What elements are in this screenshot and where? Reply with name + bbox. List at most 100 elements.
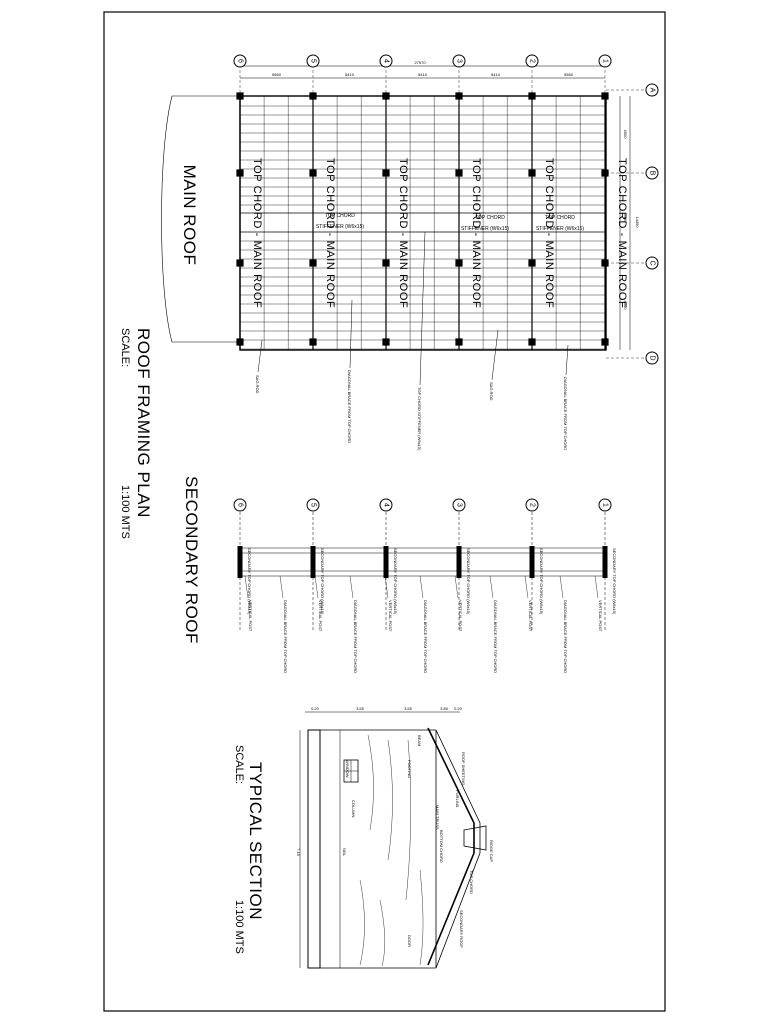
bay-dimension: 5560 [564, 72, 574, 77]
section-top-dimension: 3.85 [440, 706, 449, 711]
section-callout: BEAM [417, 735, 422, 746]
column-marker [236, 169, 244, 177]
plan-callout: DIAGONAL BRACE FROM TOP CHORD [563, 377, 568, 450]
section-callout: DOOR [407, 935, 412, 947]
grid-bubble [645, 351, 659, 365]
column-marker [528, 259, 536, 267]
secondary-truss [310, 546, 316, 578]
section-callout: TOP CHORD [469, 870, 474, 894]
secondary-chord-label: SECONDARY TOP CHORD (W6x15) [393, 548, 398, 615]
section-title: TYPICAL SECTION [246, 762, 265, 920]
grid-number-label: 5 [310, 59, 317, 63]
grid-number-label: 3 [456, 59, 463, 63]
section-top-dimension: 3.55 [356, 706, 365, 711]
stiffener-label-1: STIFFENER (W6x15) [316, 224, 364, 230]
plan-callout: SAG ROD [255, 375, 260, 394]
grid-letter-label: D [649, 355, 656, 360]
column-marker [236, 259, 244, 267]
grid-number-label: 1 [602, 503, 609, 507]
side-total-dimension: 14450 [635, 216, 640, 228]
secondary-callout: DIAGONAL BRACE FROM TOP CHORD [353, 600, 358, 673]
section-top-dimension: 0.20 [311, 706, 320, 711]
secondary-callout: DIAGONAL BRACE FROM TOP CHORD [423, 600, 428, 673]
bay-dimension: 5414 [491, 72, 501, 77]
secondary-callout: VERTICAL POST [248, 600, 253, 632]
column-marker [236, 338, 244, 346]
grid-bubble [379, 498, 393, 512]
secondary-callout: VERTICAL POST [388, 600, 393, 632]
top-chord-label: TOP CHORD - MAIN ROOF [470, 158, 482, 308]
stiffener-label-2: STIFFENER (W6x15) [461, 226, 509, 232]
bay-dimension: 5560 [272, 72, 282, 77]
grid-bubble [645, 83, 659, 97]
section-roof-profile [427, 727, 475, 966]
bay-dimension: 5410 [345, 72, 355, 77]
side-dimension: 4500 [623, 301, 628, 311]
secondary-callout: DIAGONAL BRACE FROM TOP CHORD [493, 600, 498, 673]
secondary-chord-label: SECONDARY TOP CHORD (W6x15) [612, 548, 617, 615]
section-building-outline [307, 729, 321, 969]
grid-bubble [645, 166, 659, 180]
section-callout: SECONDARY ROOF [459, 910, 464, 948]
column-marker [455, 338, 463, 346]
grid-number-label: 4 [383, 59, 390, 63]
secondary-chord-label: SECONDARY TOP CHORD (W6x15) [466, 548, 471, 615]
top-chord-label: TOP CHORD - MAIN ROOF [324, 158, 336, 308]
plan-callout: DIAGONAL BRACE FROM TOP CHORD [347, 370, 352, 443]
column-marker [309, 169, 317, 177]
grid-bubble [598, 498, 612, 512]
side-dimension: 5450 [623, 214, 628, 224]
section-top-dimension: 3.55 [404, 706, 413, 711]
secondary-truss [237, 546, 243, 578]
grid-letter-label: B [649, 171, 656, 176]
chord-small-2: TOP CHORD [475, 215, 505, 221]
section-callout: FOOTING [407, 760, 412, 778]
section-callout: ROOF SHEETING [461, 752, 466, 785]
plan-scale-label: SCALE: [119, 328, 131, 367]
grid-number-label: 2 [529, 59, 536, 63]
section-callout: MAIN TRUSS [435, 805, 440, 830]
chord-small-1: TOP CHORD [325, 213, 355, 219]
column-marker [382, 259, 390, 267]
grid-bubble [452, 498, 466, 512]
grid-number-label: 2 [529, 503, 536, 507]
stiffener-label-3: STIFFENER (W6x15) [536, 226, 584, 232]
sheet-border [103, 11, 666, 1012]
secondary-callout: DIAGONAL BRACE FROM TOP CHORD [563, 600, 568, 673]
grid-bubble [452, 54, 466, 68]
top-chord-label: TOP CHORD - MAIN ROOF [616, 158, 628, 308]
section-height-dimension: 7.15 [296, 848, 301, 857]
grid-bubble [233, 498, 247, 512]
column-marker [455, 259, 463, 267]
grid-number-label: 3 [456, 503, 463, 507]
section-callout: BOTTOM CHORD [439, 830, 444, 863]
grid-bubble [598, 54, 612, 68]
grid-bubble [233, 54, 247, 68]
plan-callout: TOP CHORD STIFFENER (W6x15) [417, 387, 422, 451]
secondary-truss [456, 546, 462, 578]
grid-bubble [306, 498, 320, 512]
plan-title: ROOF FRAMING PLAN [134, 328, 153, 518]
secondary-chord-label: SECONDARY TOP CHORD (W6x15) [320, 548, 325, 615]
column-marker [309, 338, 317, 346]
column-marker [382, 338, 390, 346]
side-dimension: 4500 [623, 130, 628, 140]
grid-number-label: 6 [237, 59, 244, 63]
section-callout: COLUMN [351, 800, 356, 817]
column-marker [528, 338, 536, 346]
column-marker [309, 259, 317, 267]
grid-bubble [645, 256, 659, 270]
column-marker [601, 338, 609, 346]
section-callout: WINDOW [345, 760, 350, 778]
overall-dimension: 27570 [414, 60, 426, 65]
secondary-chord-label: SECONDARY TOP CHORD (W6x15) [539, 548, 544, 615]
secondary-roof-label: SECONDARY ROOF [182, 476, 201, 644]
top-chord-label: TOP CHORD - MAIN ROOF [543, 158, 555, 308]
grid-bubble [306, 54, 320, 68]
top-chord-label: TOP CHORD - MAIN ROOF [251, 158, 263, 308]
section-callout: RIDGE CAP [489, 840, 494, 862]
grid-number-label: 4 [383, 503, 390, 507]
secondary-chord-label: SECONDARY TOP CHORD (W6x15) [247, 548, 252, 615]
